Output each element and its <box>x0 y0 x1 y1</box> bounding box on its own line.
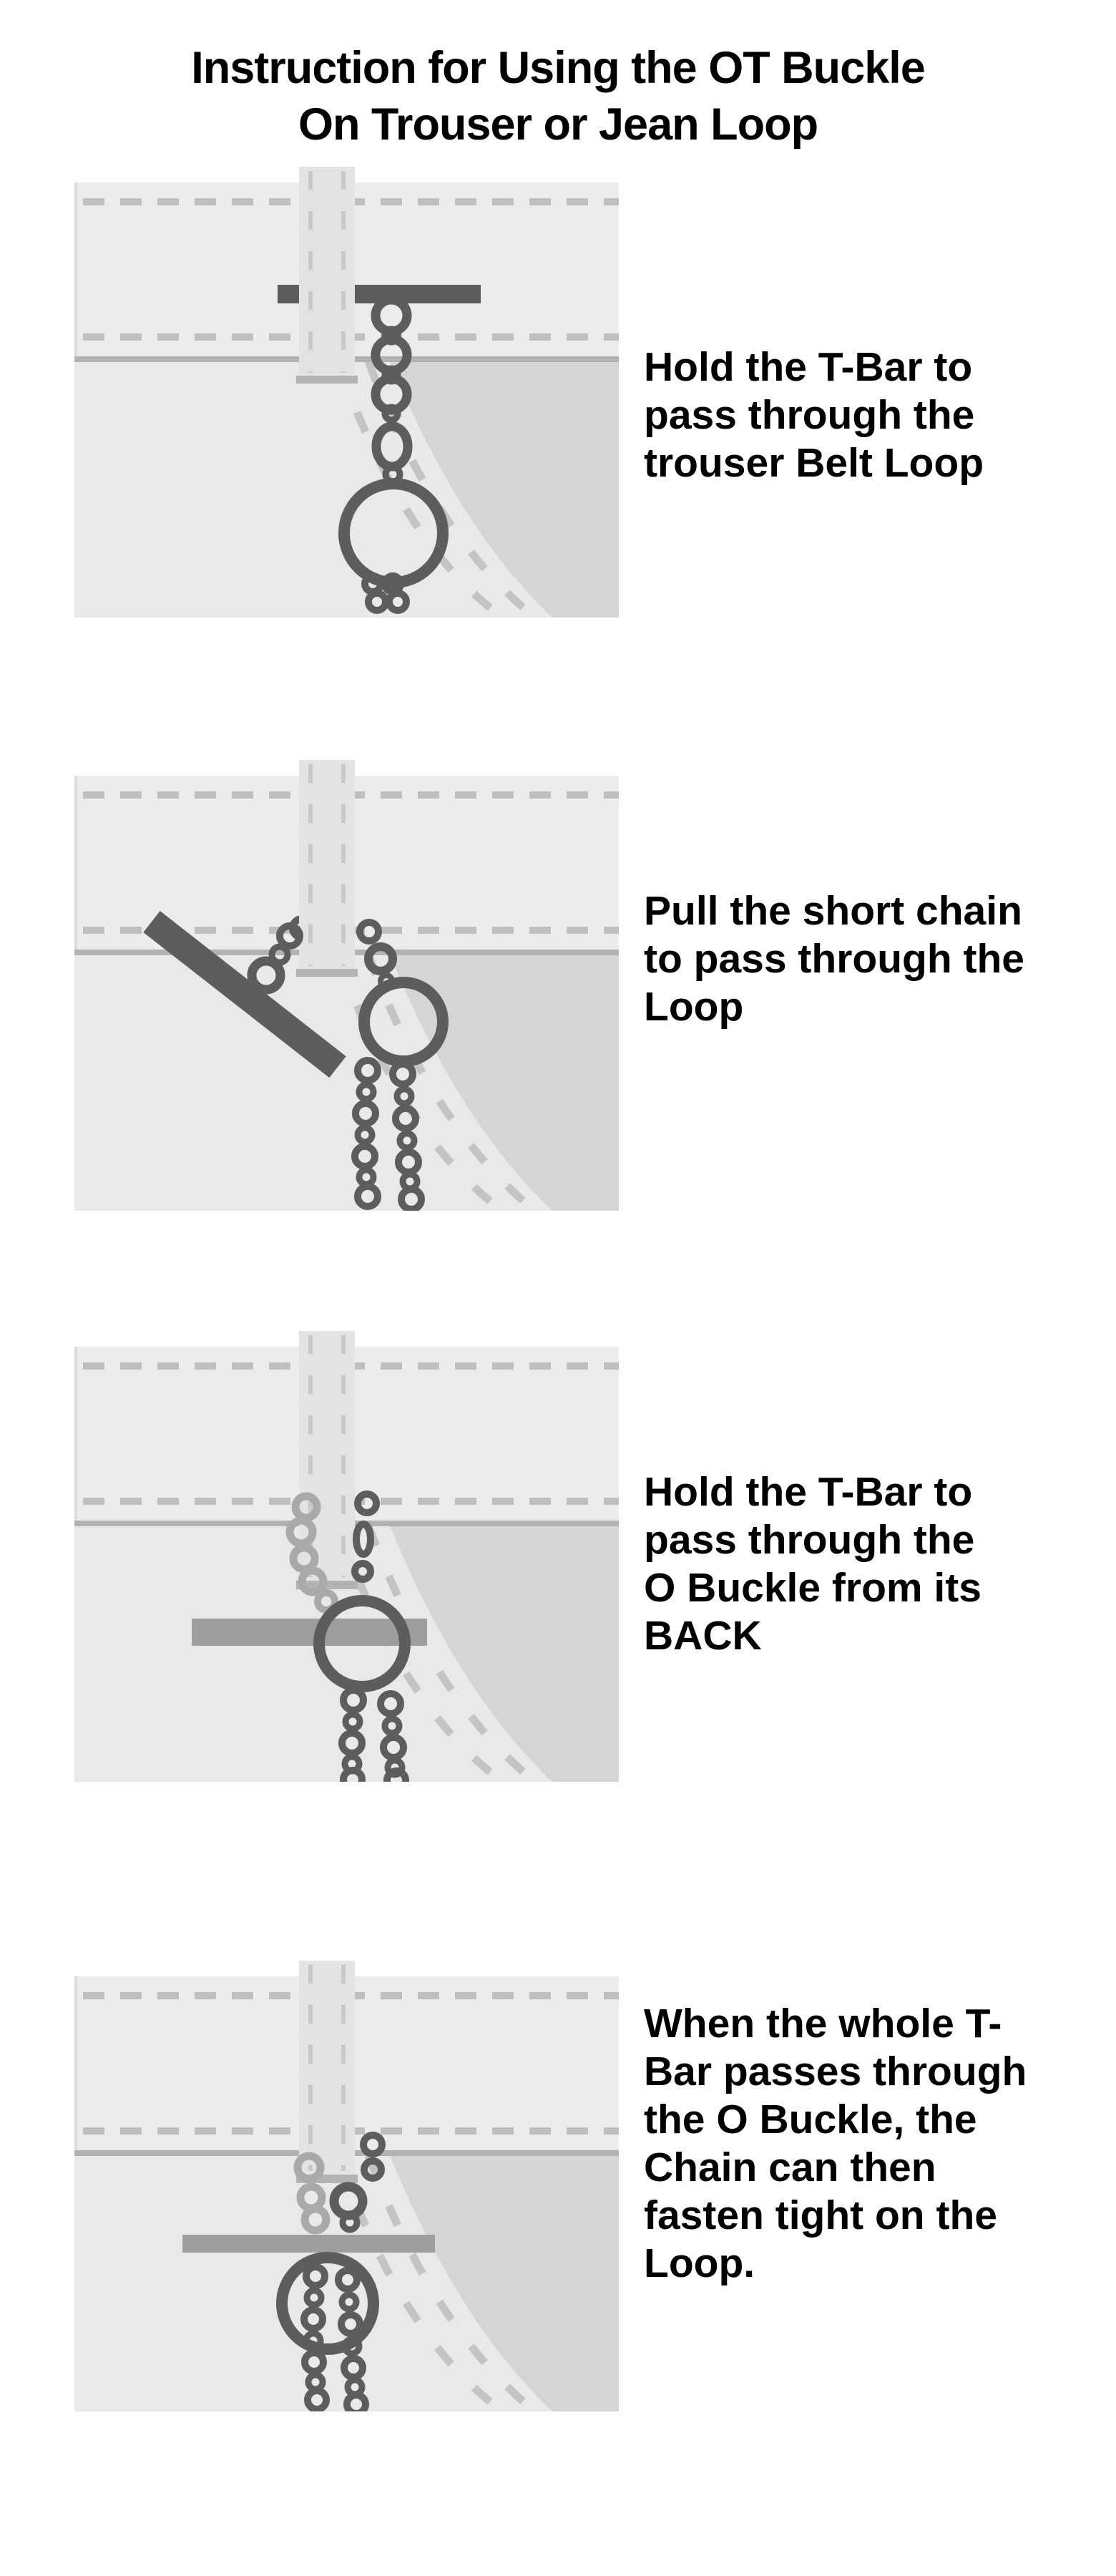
belt-loop-shadow <box>296 1581 358 1589</box>
step-4-illustration <box>72 1961 619 2411</box>
step-3-caption: Hold the T-Bar to pass through the O Buc… <box>644 1469 982 1659</box>
t-bar <box>182 2235 435 2253</box>
t-bar <box>192 1619 427 1646</box>
waistband-left-edge <box>74 182 77 356</box>
o-buckle <box>313 1595 411 1692</box>
hanging-chains <box>338 1687 409 1782</box>
chain-back-strand <box>293 2152 331 2235</box>
belt-loop-shadow <box>296 969 358 977</box>
pocket-shade <box>390 2155 619 2411</box>
step-3-illustration <box>72 1331 619 1782</box>
step-2-caption: Pull the short chain to pass through the… <box>644 888 1024 1030</box>
belt-loop-stitches <box>308 171 346 373</box>
chain <box>338 295 449 614</box>
step-1-illustration <box>72 167 619 618</box>
short-chain <box>247 919 449 1067</box>
chain-front-strand <box>329 2132 386 2233</box>
o-buckle <box>338 478 449 588</box>
pocket-shade <box>390 1526 619 1782</box>
step-1-caption: Hold the T-Bar to pass through the trous… <box>644 344 984 486</box>
pocket-shade <box>390 361 619 618</box>
belt-loop <box>296 760 358 977</box>
step-3-drawing <box>74 1331 619 1782</box>
chain-front-strand <box>351 1491 380 1583</box>
step-2-drawing <box>74 760 619 1211</box>
step-4-caption: When the whole T- Bar passes through the… <box>644 2001 1027 2286</box>
step-2-illustration <box>72 760 619 1211</box>
pocket-stitch-curves <box>333 2154 539 2411</box>
chain-back-strand <box>285 1492 338 1614</box>
belt-loop-stitches <box>308 764 346 966</box>
belt-loop-shadow <box>296 376 358 384</box>
step-4-drawing <box>74 1961 619 2411</box>
pocket-stitch-curves <box>333 1524 539 1782</box>
t-bar <box>143 911 346 1078</box>
waistband-left-edge <box>74 1347 77 1521</box>
belt-loop <box>296 1961 358 2183</box>
waistband-left-edge <box>74 1976 77 2150</box>
hanging-chains <box>351 1057 425 1211</box>
page-title: Instruction for Using the OT Buckle On T… <box>191 43 926 150</box>
waistband-left-edge <box>74 776 77 950</box>
hanging-chains <box>300 2263 369 2411</box>
o-buckle <box>276 2252 379 2355</box>
belt-loop <box>296 167 358 384</box>
step-1-drawing <box>74 167 619 618</box>
belt-loop-stitches <box>308 1965 346 2171</box>
